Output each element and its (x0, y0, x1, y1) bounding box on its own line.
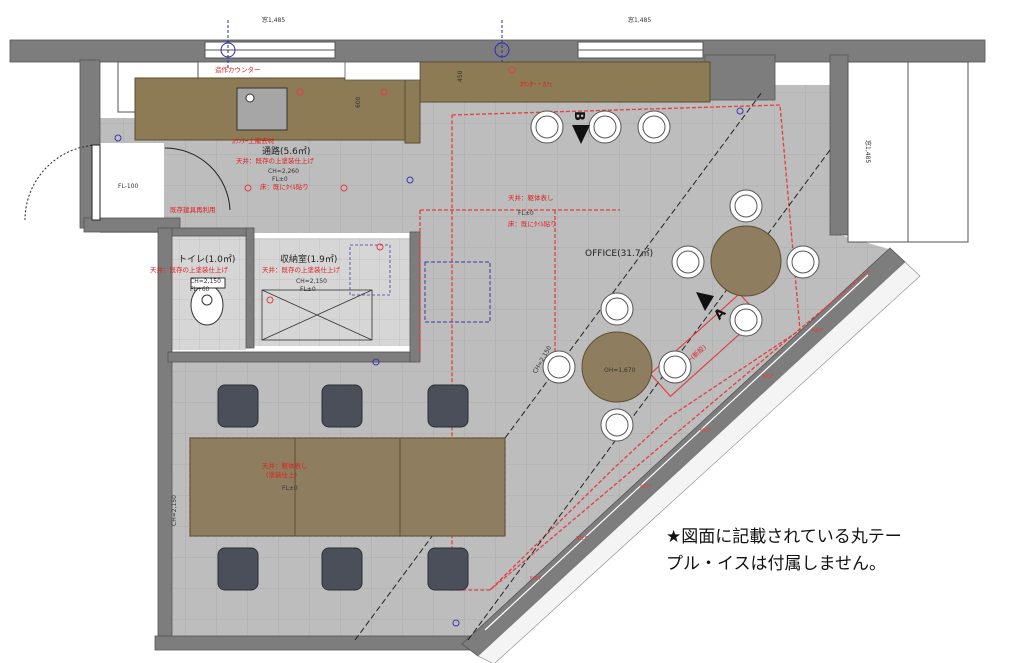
table-label: OH=1,670 (604, 367, 636, 374)
door-label: 既存建具再利用 (170, 205, 216, 214)
entrance-floor (92, 143, 164, 223)
meeting-note-2: (塗装仕上) (266, 470, 297, 479)
section-lines (354, 91, 831, 641)
note-line-1: ★図面に記載されている丸テー (666, 527, 902, 547)
note-line-2: プル・イスは付属しません。 (666, 554, 886, 574)
chair-3 (427, 384, 469, 428)
counter-top-label-2: ｶｳﾝﾀｰ・ｶﾌｪ (520, 80, 553, 88)
chair-5 (321, 547, 363, 591)
entrance-door[interactable] (24, 144, 101, 221)
chair-4 (217, 547, 259, 591)
counter-side (404, 77, 421, 144)
storage-ceiling: CH=2,150 (296, 278, 327, 285)
corridor-fl: FL±0 (272, 176, 288, 183)
corridor-ceiling: CH=2,260 (268, 168, 299, 175)
toilet-room-name: トイレ(1.0㎡) (178, 254, 235, 265)
office-note-2: FL±0 (518, 210, 534, 217)
toilet (190, 277, 226, 326)
svg-text:NICF: NICF (812, 328, 824, 334)
meeting-note-3: FL±0 (282, 485, 298, 492)
svg-text:NICF: NICF (576, 536, 588, 542)
meeting-table (189, 437, 506, 537)
dim-600: 600 (355, 96, 362, 108)
fixture-dots (244, 66, 516, 304)
round-table-2: OH=1,670 (581, 331, 653, 403)
corridor-room-name: 通路(5.6㎡) (262, 145, 310, 157)
storage-room-name: 収納室(1.9㎡) (280, 253, 337, 265)
svg-text:NICF: NICF (640, 484, 652, 490)
chair-6 (427, 547, 469, 591)
svg-text:B: B (571, 111, 586, 121)
counter-top-label: 造作カウンター (215, 65, 261, 74)
entrance-fl: FL-100 (118, 183, 138, 190)
stools (530, 110, 820, 442)
office-room-name: OFFICE(31.7㎡) (585, 248, 653, 259)
chair-2 (321, 384, 363, 428)
meeting-chairs (217, 384, 469, 591)
svg-text:NICF: NICF (762, 374, 774, 380)
storage-fixtures (261, 244, 391, 341)
window-label-right: 窓1,485 (864, 140, 872, 163)
svg-text:NICF: NICF (700, 428, 712, 434)
storage-fl: FL±0 (300, 286, 316, 293)
corridor-finish: 床：既にﾀｲﾙ貼り (260, 182, 309, 191)
ceiling-label-left: CH=2,150 (171, 495, 178, 526)
sink (236, 87, 288, 131)
note: ★図面に記載されている丸テー プル・イスは付属しません。 (666, 524, 1006, 578)
switch-marks (114, 107, 744, 627)
meeting-note-1: 天井：躯体表し (262, 461, 308, 470)
window-label-top-right: 窓1,485 (628, 16, 651, 24)
section-marker-b: B (571, 111, 590, 144)
unit-outline (424, 261, 491, 323)
svg-text:NICF: NICF (530, 576, 542, 582)
toilet-note: 天井：既存の上塗装仕上げ (150, 265, 229, 274)
storage-floor (252, 238, 410, 346)
toilet-fl: FL+60 (190, 286, 210, 293)
corridor-note: 天井：既存の上塗装仕上げ (236, 156, 315, 165)
toilet-ceiling: CH=2,150 (190, 278, 221, 285)
storage-note: 天井：既存の上塗装仕上げ (262, 265, 341, 274)
office-note-3: 床：既にﾀｲﾙ貼り (508, 219, 557, 228)
office-note-1: 天井：躯体表し (508, 193, 554, 202)
diagonal-wall-hatch (477, 261, 921, 663)
round-table-1 (710, 225, 782, 297)
corridor-counter-label: ｶｳﾝﾀｰ上撤去材 (232, 136, 275, 145)
chair-1 (217, 384, 259, 428)
window-label-top-left: 窓1,485 (262, 16, 285, 24)
diagonal-marks: NICF NICF NICF NICF NICF NICF (530, 328, 824, 582)
windows (117, 41, 969, 243)
dim-450: 450 (457, 70, 464, 82)
